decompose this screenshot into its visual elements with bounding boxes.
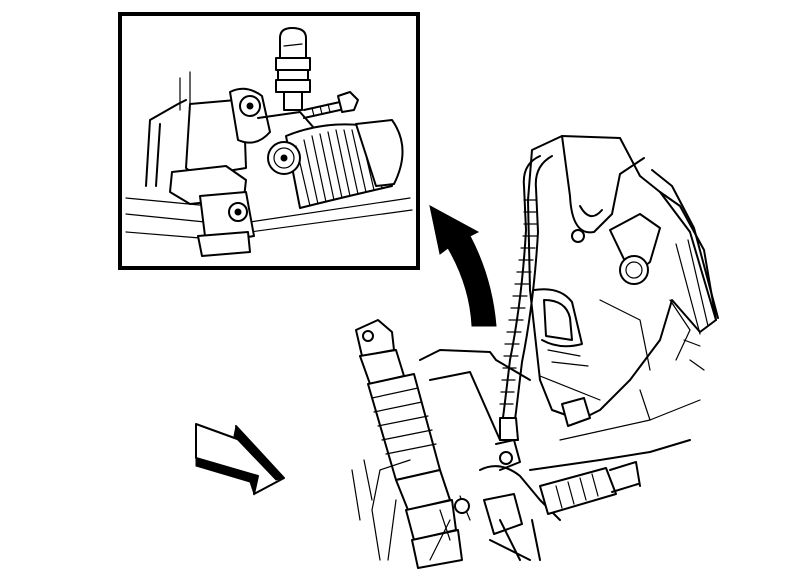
inset-lower-mount [169,165,255,257]
sensor-unit [355,319,463,569]
support-bracket [527,135,719,427]
wiring-conduit [495,155,553,471]
inset-housing [185,87,315,177]
detail-inset [118,12,420,270]
lower-linkage [351,349,701,561]
direction-arrow [195,423,285,496]
inset-sensor [275,27,311,111]
inset-bolt [303,91,359,119]
inset-bellows-boot [267,119,404,209]
callout-arrow [429,205,497,327]
inset-frame-rails [125,71,413,239]
main-assembly [351,135,719,569]
